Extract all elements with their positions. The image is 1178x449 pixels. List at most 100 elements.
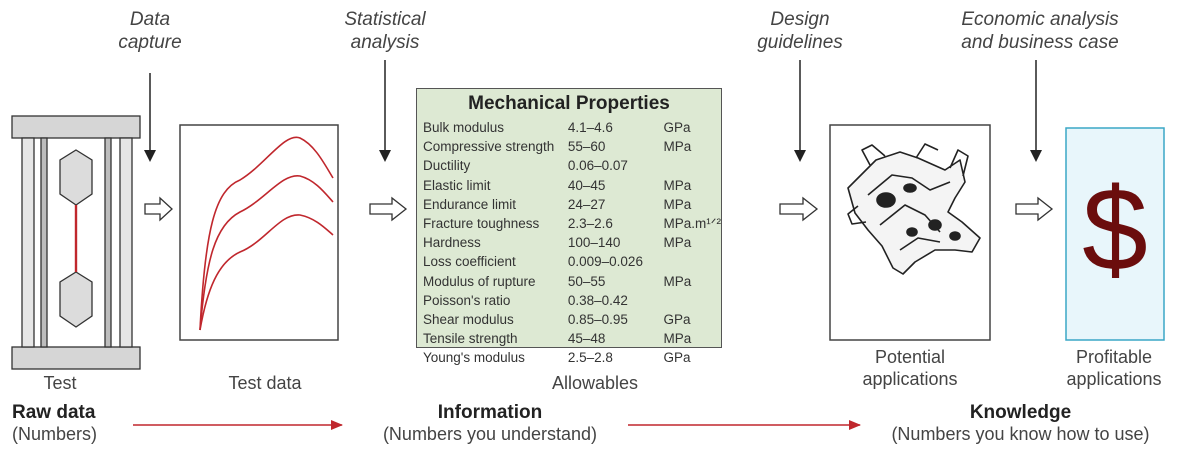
property-unit (664, 291, 721, 310)
dollar-sign: $ (1082, 164, 1148, 296)
property-unit (664, 252, 721, 271)
property-row: Bulk modulus 4.1–4.6 GPa (423, 118, 721, 137)
property-row: Poisson's ratio 0.38–0.42 (423, 291, 721, 310)
property-unit: MPa (663, 331, 692, 347)
property-name: Bulk modulus (423, 120, 505, 135)
property-range: 45–48 (567, 331, 606, 347)
property-name: Tensile strength (423, 331, 518, 347)
property-name: Shear modulus (423, 312, 514, 328)
profitable-line1: Profitable (1075, 347, 1153, 367)
stress-curve-2 (199, 175, 334, 331)
property-unit: MPa (663, 196, 692, 212)
flow-arrow-3 (779, 196, 819, 222)
property-row: Endurance limit 24–27 MPa (423, 195, 721, 214)
property-name: Hardness (423, 235, 481, 251)
property-name: Poisson's ratio (423, 292, 511, 308)
raw-data-title: Raw data (12, 402, 96, 423)
property-name: Elastic limit (423, 177, 491, 193)
raw-data-level: Raw data (Numbers) (12, 402, 152, 445)
profitable-applications-label: Profitable applications (1050, 346, 1178, 390)
property-row: Hardness 100–140 MPa (423, 233, 721, 252)
data-capture-label: Data capture (95, 8, 205, 54)
property-unit: GPa (663, 120, 691, 135)
property-name: Modulus of rupture (423, 273, 536, 289)
property-range: 0.85–0.95 (567, 312, 628, 328)
economic-analysis-label: Economic analysis and business case (925, 8, 1155, 54)
profitable-line2: applications (1066, 369, 1162, 389)
property-name: Ductility (423, 158, 471, 174)
property-row: Compressive strength 55–60 MPa (423, 137, 721, 156)
data-capture-line2: capture (118, 32, 182, 53)
property-range: 0.009–0.026 (567, 254, 643, 270)
information-title: Information (437, 402, 543, 423)
data-capture-line1: Data (129, 9, 171, 30)
property-unit: MPa (663, 139, 692, 155)
statistical-analysis-line2: analysis (350, 32, 420, 53)
property-range: 100–140 (567, 235, 621, 251)
down-arrows (144, 60, 1042, 162)
property-range: 0.38–0.42 (567, 292, 628, 308)
stress-curve-1 (199, 136, 334, 331)
economic-analysis-arrow (1030, 60, 1042, 162)
potential-line2: applications (862, 369, 958, 389)
property-row: Shear modulus 0.85–0.95 GPa (423, 310, 721, 329)
design-guidelines-line1: Design (770, 9, 830, 30)
property-row: Modulus of rupture 50–55 MPa (423, 272, 721, 291)
test-label: Test (43, 373, 77, 393)
property-row: Tensile strength 45–48 MPa (423, 329, 721, 348)
knowledge-title: Knowledge (969, 402, 1072, 423)
properties-title: Mechanical Properties (468, 93, 670, 114)
property-range: 2.5–2.8 (567, 350, 613, 366)
property-range: 0.06–0.07 (567, 158, 628, 174)
property-unit: GPa (663, 350, 691, 366)
property-range: 50–55 (567, 273, 606, 289)
property-row: Loss coefficient 0.009–0.026 (423, 252, 721, 271)
property-row: Elastic limit 40–45 MPa (423, 176, 721, 195)
property-unit: MPa (663, 177, 692, 193)
flow-arrow-1 (144, 196, 173, 222)
data-capture-arrow (144, 73, 156, 162)
property-unit (664, 156, 721, 175)
property-row: Ductility 0.06–0.07 (423, 156, 721, 175)
property-unit: GPa (663, 312, 691, 328)
property-name: Endurance limit (423, 196, 517, 212)
stress-curve-3 (199, 214, 334, 331)
potential-applications-label: Potential applications (845, 346, 975, 390)
part-sketch-icon (847, 143, 981, 275)
design-guidelines-label: Design guidelines (745, 8, 855, 54)
statistical-analysis-arrow (379, 60, 391, 162)
property-name: Fracture toughness (423, 216, 540, 232)
allowables-label: Allowables (551, 373, 639, 393)
property-range: 24–27 (567, 196, 606, 212)
property-unit: MPa (663, 235, 692, 251)
property-name: Loss coefficient (423, 254, 516, 270)
economic-analysis-line1: Economic analysis (961, 9, 1119, 30)
property-range: 2.3–2.6 (567, 216, 613, 232)
economic-analysis-line2: and business case (961, 32, 1119, 53)
information-level: Information (Numbers you understand) (350, 402, 630, 445)
property-range: 55–60 (567, 139, 606, 155)
property-name: Compressive strength (423, 139, 555, 155)
test-rig-icon (11, 115, 141, 370)
dollar-panel (1065, 127, 1165, 341)
design-guidelines-line2: guidelines (757, 32, 843, 53)
flow-arrow-2 (369, 196, 408, 222)
potential-line1: Potential (874, 347, 946, 367)
property-range: 40–45 (567, 177, 606, 193)
test-data-chart (179, 124, 339, 341)
flow-arrow-4 (1015, 196, 1054, 222)
knowledge-subtitle: (Numbers you know how to use) (891, 424, 1150, 444)
test-data-label: Test data (228, 373, 302, 393)
statistical-analysis-line1: Statistical (344, 9, 426, 30)
design-guidelines-arrow (794, 60, 806, 162)
property-range: 4.1–4.6 (567, 120, 613, 135)
knowledge-level: Knowledge (Numbers you know how to use) (868, 402, 1173, 445)
property-unit: MPa (663, 273, 692, 289)
flow-arrows (144, 196, 1054, 222)
statistical-analysis-label: Statistical analysis (325, 8, 445, 54)
raw-data-subtitle: (Numbers) (12, 424, 98, 444)
